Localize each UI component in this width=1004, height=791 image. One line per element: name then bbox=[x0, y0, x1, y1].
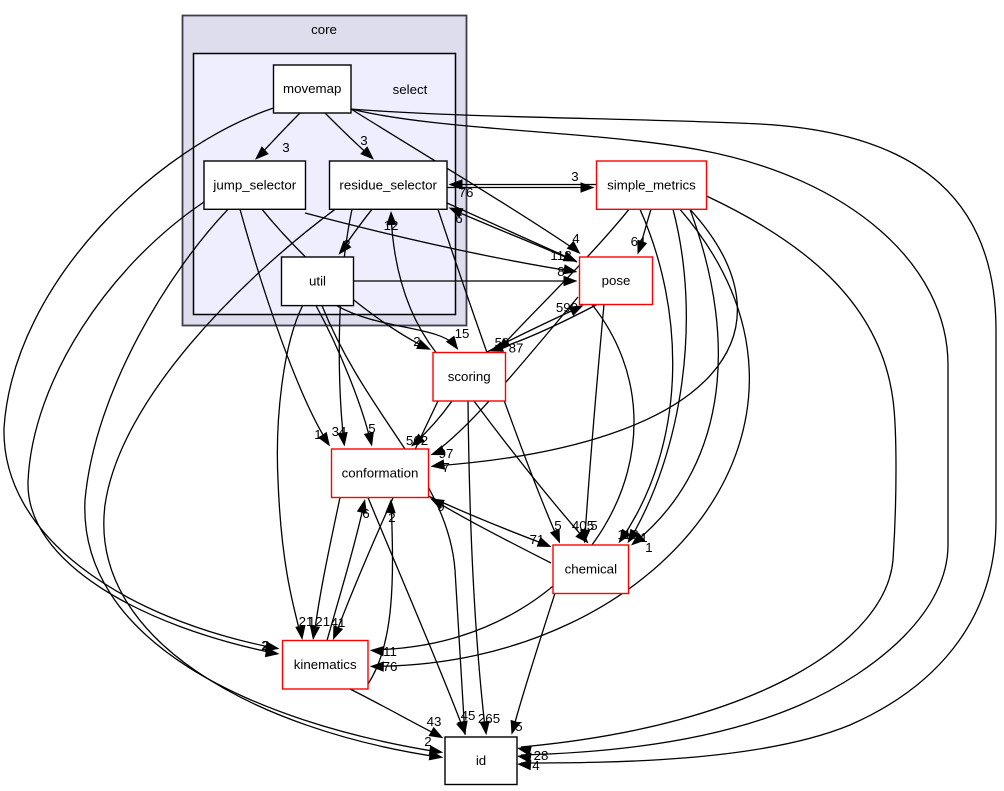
svg-text:kinematics: kinematics bbox=[294, 657, 357, 672]
svg-text:2: 2 bbox=[388, 510, 395, 525]
svg-text:405: 405 bbox=[572, 518, 594, 533]
svg-text:scoring: scoring bbox=[448, 369, 491, 384]
svg-text:7: 7 bbox=[442, 460, 449, 475]
svg-text:12: 12 bbox=[384, 218, 399, 233]
svg-text:43: 43 bbox=[427, 714, 442, 729]
svg-text:71: 71 bbox=[530, 532, 545, 547]
svg-text:2: 2 bbox=[261, 638, 268, 653]
svg-text:8: 8 bbox=[557, 264, 564, 279]
svg-text:core: core bbox=[311, 22, 337, 37]
svg-text:4: 4 bbox=[532, 758, 539, 773]
svg-text:4: 4 bbox=[572, 231, 579, 246]
svg-text:1: 1 bbox=[640, 530, 647, 545]
svg-text:pose: pose bbox=[602, 273, 631, 288]
svg-text:1: 1 bbox=[314, 427, 321, 442]
svg-text:6: 6 bbox=[362, 506, 369, 521]
svg-text:util: util bbox=[309, 274, 326, 289]
svg-text:residue_selector: residue_selector bbox=[339, 177, 437, 192]
svg-text:2: 2 bbox=[413, 334, 420, 349]
svg-text:76: 76 bbox=[459, 185, 474, 200]
svg-text:2: 2 bbox=[424, 734, 431, 749]
svg-text:5: 5 bbox=[554, 518, 561, 533]
svg-text:265: 265 bbox=[478, 711, 500, 726]
svg-text:6: 6 bbox=[455, 211, 462, 226]
svg-text:id: id bbox=[476, 753, 486, 768]
svg-text:simple_metrics: simple_metrics bbox=[607, 177, 696, 192]
svg-text:28: 28 bbox=[534, 748, 549, 763]
svg-text:5: 5 bbox=[590, 518, 597, 533]
svg-text:599: 599 bbox=[556, 300, 578, 315]
svg-text:5: 5 bbox=[368, 421, 375, 436]
svg-text:34: 34 bbox=[332, 424, 347, 439]
svg-text:562: 562 bbox=[406, 433, 428, 448]
svg-text:41: 41 bbox=[331, 615, 346, 630]
svg-text:5: 5 bbox=[515, 719, 522, 734]
svg-text:3: 3 bbox=[282, 140, 289, 155]
svg-text:movemap: movemap bbox=[283, 81, 341, 96]
svg-text:jump_selector: jump_selector bbox=[212, 177, 296, 192]
svg-text:11: 11 bbox=[383, 644, 397, 659]
svg-text:87: 87 bbox=[509, 341, 524, 356]
svg-text:64: 64 bbox=[631, 234, 646, 249]
svg-text:2: 2 bbox=[262, 638, 269, 653]
svg-text:76: 76 bbox=[383, 659, 398, 674]
svg-text:118: 118 bbox=[550, 248, 571, 263]
svg-text:15: 15 bbox=[455, 326, 470, 341]
svg-text:chemical: chemical bbox=[565, 562, 618, 577]
svg-text:3: 3 bbox=[343, 237, 350, 252]
svg-text:21: 21 bbox=[299, 614, 314, 629]
svg-text:3: 3 bbox=[360, 133, 367, 148]
svg-text:9: 9 bbox=[437, 499, 444, 514]
svg-text:121: 121 bbox=[308, 614, 330, 629]
svg-text:97: 97 bbox=[439, 446, 454, 461]
svg-text:3: 3 bbox=[571, 169, 578, 184]
svg-text:45: 45 bbox=[461, 708, 476, 723]
svg-text:select: select bbox=[393, 82, 428, 97]
svg-text:1: 1 bbox=[645, 540, 652, 555]
svg-text:conformation: conformation bbox=[342, 465, 419, 480]
